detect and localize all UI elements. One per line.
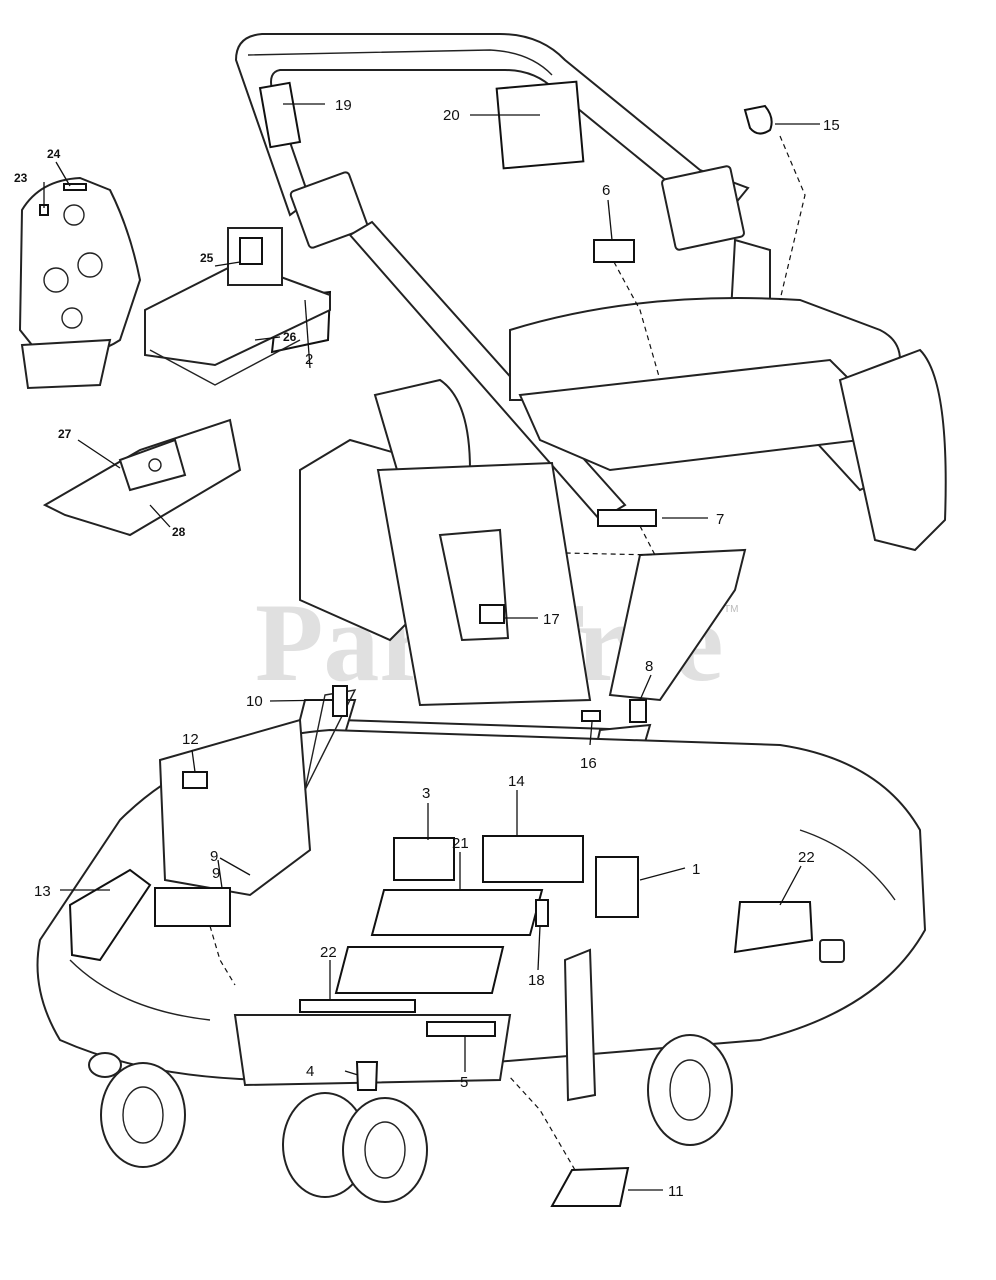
inset-chassis-1	[144, 227, 331, 386]
decal-16	[581, 710, 601, 722]
callout-1: 1	[692, 861, 700, 878]
callout-4: 4	[306, 1063, 314, 1080]
callout-24: 24	[47, 147, 61, 161]
callout-9-b: 9	[212, 865, 220, 882]
decals	[68, 80, 814, 1207]
callout-19: 19	[335, 97, 352, 114]
callout-2: 2	[305, 351, 313, 368]
decal-7	[597, 509, 657, 527]
callout-11: 11	[668, 1183, 684, 1200]
decal-15	[743, 104, 773, 135]
callout-15: 15	[823, 117, 840, 134]
callout-7: 7	[716, 511, 724, 528]
callout-21: 21	[452, 835, 469, 852]
callout-5: 5	[460, 1074, 468, 1091]
inset-chassis-2	[42, 418, 242, 537]
decal-21	[370, 889, 544, 936]
callouts: 19 20 15 6 7 17 8 16 10 12 13 9 9 3 14 2…	[14, 97, 840, 1200]
decal-18	[535, 899, 549, 927]
callout-22-front: 22	[320, 944, 337, 961]
callout-20: 20	[443, 107, 460, 124]
decal-9	[154, 887, 231, 927]
decal-6	[593, 239, 635, 263]
callout-28: 28	[172, 525, 186, 539]
callout-26: 26	[283, 330, 297, 344]
decal-17	[479, 604, 505, 624]
decal-20	[495, 80, 585, 170]
decal-11	[550, 1166, 630, 1207]
decal-14	[482, 835, 584, 883]
control-console	[158, 689, 357, 897]
callout-9: 9	[210, 848, 218, 865]
watermark-trademark: TM	[724, 604, 738, 615]
callout-6: 6	[602, 182, 610, 199]
wheels	[100, 1034, 733, 1203]
decal-13	[68, 868, 152, 962]
callout-22-right: 22	[798, 849, 815, 866]
callout-12: 12	[182, 731, 199, 748]
callout-10: 10	[246, 693, 263, 710]
callout-3: 3	[422, 785, 430, 802]
callout-27: 27	[58, 427, 72, 441]
decal-12	[182, 771, 208, 789]
inset-deck-top	[18, 176, 142, 390]
callout-14: 14	[508, 773, 525, 790]
callout-18: 18	[528, 972, 545, 989]
decal-5	[426, 1021, 496, 1037]
callout-8: 8	[645, 658, 653, 675]
decal-8	[629, 699, 647, 723]
callout-25: 25	[200, 251, 214, 265]
decal-4	[355, 1061, 379, 1091]
decal-22-front	[299, 999, 416, 1013]
callout-17: 17	[543, 611, 560, 628]
callout-23: 23	[14, 171, 28, 185]
leader-lines	[43, 103, 820, 1191]
callout-13: 13	[34, 883, 51, 900]
decal-19	[258, 81, 302, 149]
decal-22-right	[733, 901, 814, 954]
decal-21-b	[334, 946, 505, 994]
decal-10	[332, 685, 348, 717]
callout-16: 16	[580, 755, 597, 772]
decal-3	[393, 837, 455, 881]
decal-1	[595, 856, 639, 918]
